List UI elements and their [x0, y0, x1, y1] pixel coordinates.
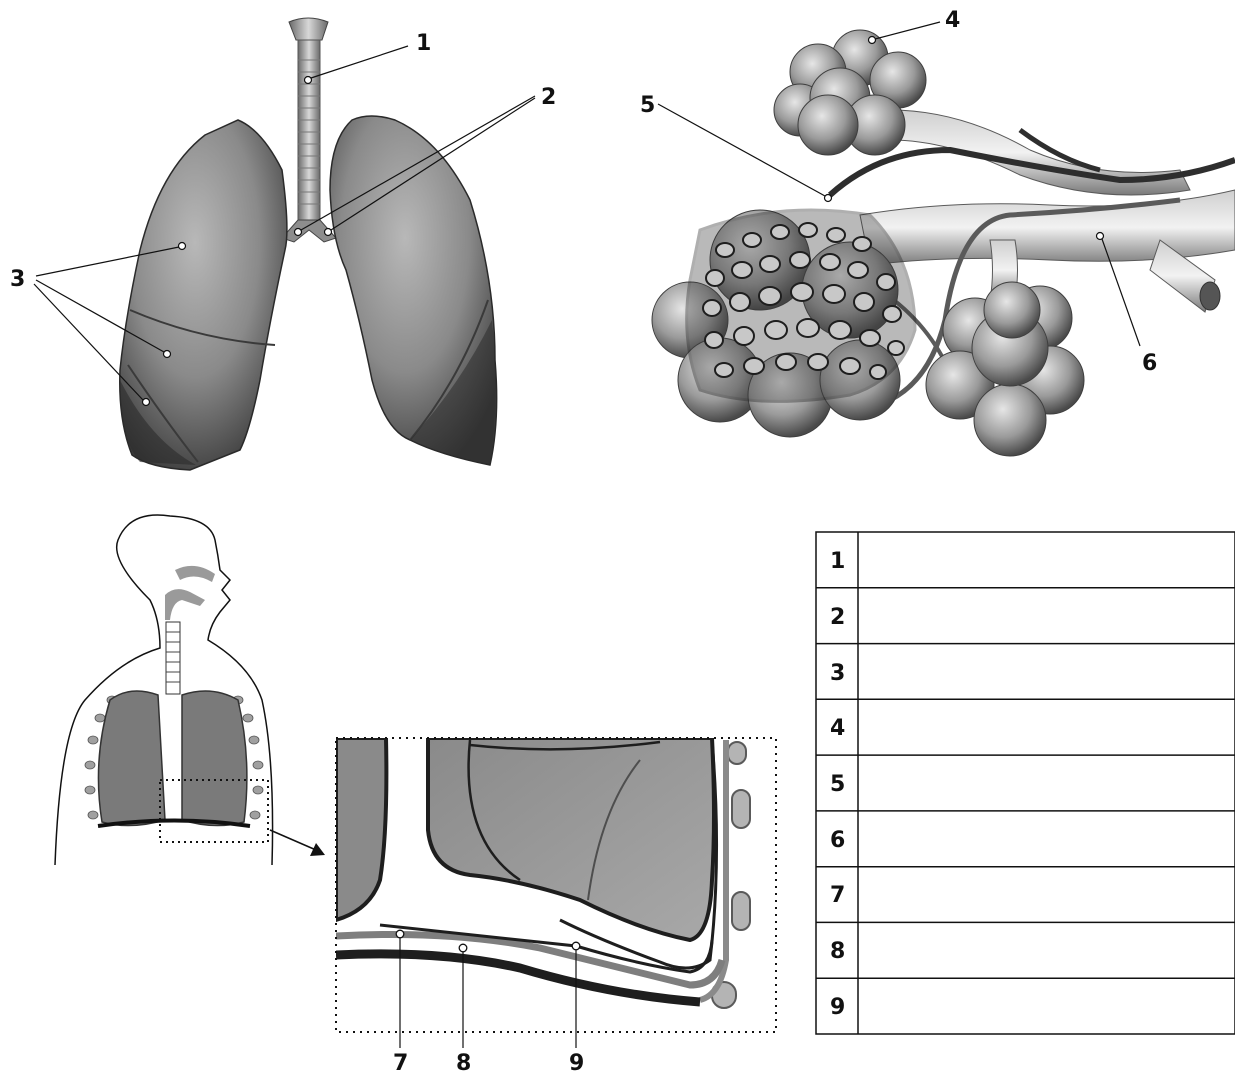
pharynx: [165, 589, 205, 620]
torso-trachea: [166, 622, 180, 694]
table-row-number: 2: [830, 605, 845, 630]
table-row-number: 9: [830, 995, 845, 1020]
label-1: 1: [416, 31, 431, 56]
label-5: 5: [640, 93, 655, 118]
marker-2b: [325, 229, 332, 236]
label-3: 3: [10, 267, 25, 292]
table-row-number: 7: [830, 883, 845, 908]
marker-1: [305, 77, 312, 84]
table-row-number: 3: [830, 661, 845, 686]
larynx: [289, 18, 328, 40]
answer-table: 1 2 3 4 5 6 7 8 9: [816, 532, 1235, 1034]
torso-lung-right: [182, 691, 247, 826]
nasal-cavity: [175, 566, 215, 582]
label-8: 8: [456, 1051, 471, 1072]
alveolar-cluster-right: [926, 282, 1084, 456]
leader-1: [311, 46, 408, 78]
table-row-number: 6: [830, 828, 845, 853]
marker-3c: [143, 399, 150, 406]
marker-5: [825, 195, 832, 202]
label-6: 6: [1142, 351, 1157, 376]
pleura-detail: 7 8 9: [336, 738, 776, 1072]
label-9: 9: [569, 1051, 584, 1072]
label-2: 2: [541, 85, 556, 110]
table-row-number: 4: [830, 716, 845, 741]
torso-lung-left: [98, 691, 165, 826]
lung-left-view: [120, 120, 287, 470]
marker-6: [1097, 233, 1104, 240]
table-frame: [816, 532, 1235, 1034]
bronchiole-opening: [1200, 282, 1220, 310]
leader-4: [875, 22, 940, 39]
table-row-number: 8: [830, 939, 845, 964]
table-row-number: 1: [830, 549, 845, 574]
marker-7: [396, 930, 404, 938]
marker-2a: [295, 229, 302, 236]
marker-3a: [179, 243, 186, 250]
label-7: 7: [393, 1051, 408, 1072]
marker-4: [869, 37, 876, 44]
marker-8: [459, 944, 467, 952]
table-row-number: 5: [830, 772, 845, 797]
marker-9: [572, 942, 580, 950]
zoom-arrow-head: [310, 843, 325, 856]
alveoli-illustration: 4 5 6: [640, 8, 1235, 456]
marker-3b: [164, 351, 171, 358]
torso-illustration: [55, 515, 325, 865]
diaphragm: [98, 821, 250, 827]
zoom-arrow-line: [270, 830, 316, 850]
lungs-illustration: 1 2 3: [10, 18, 556, 470]
label-4: 4: [945, 8, 960, 33]
table-rows: [816, 588, 1235, 978]
capillary-network: [687, 210, 915, 401]
alveolar-cluster-top: [774, 30, 926, 155]
